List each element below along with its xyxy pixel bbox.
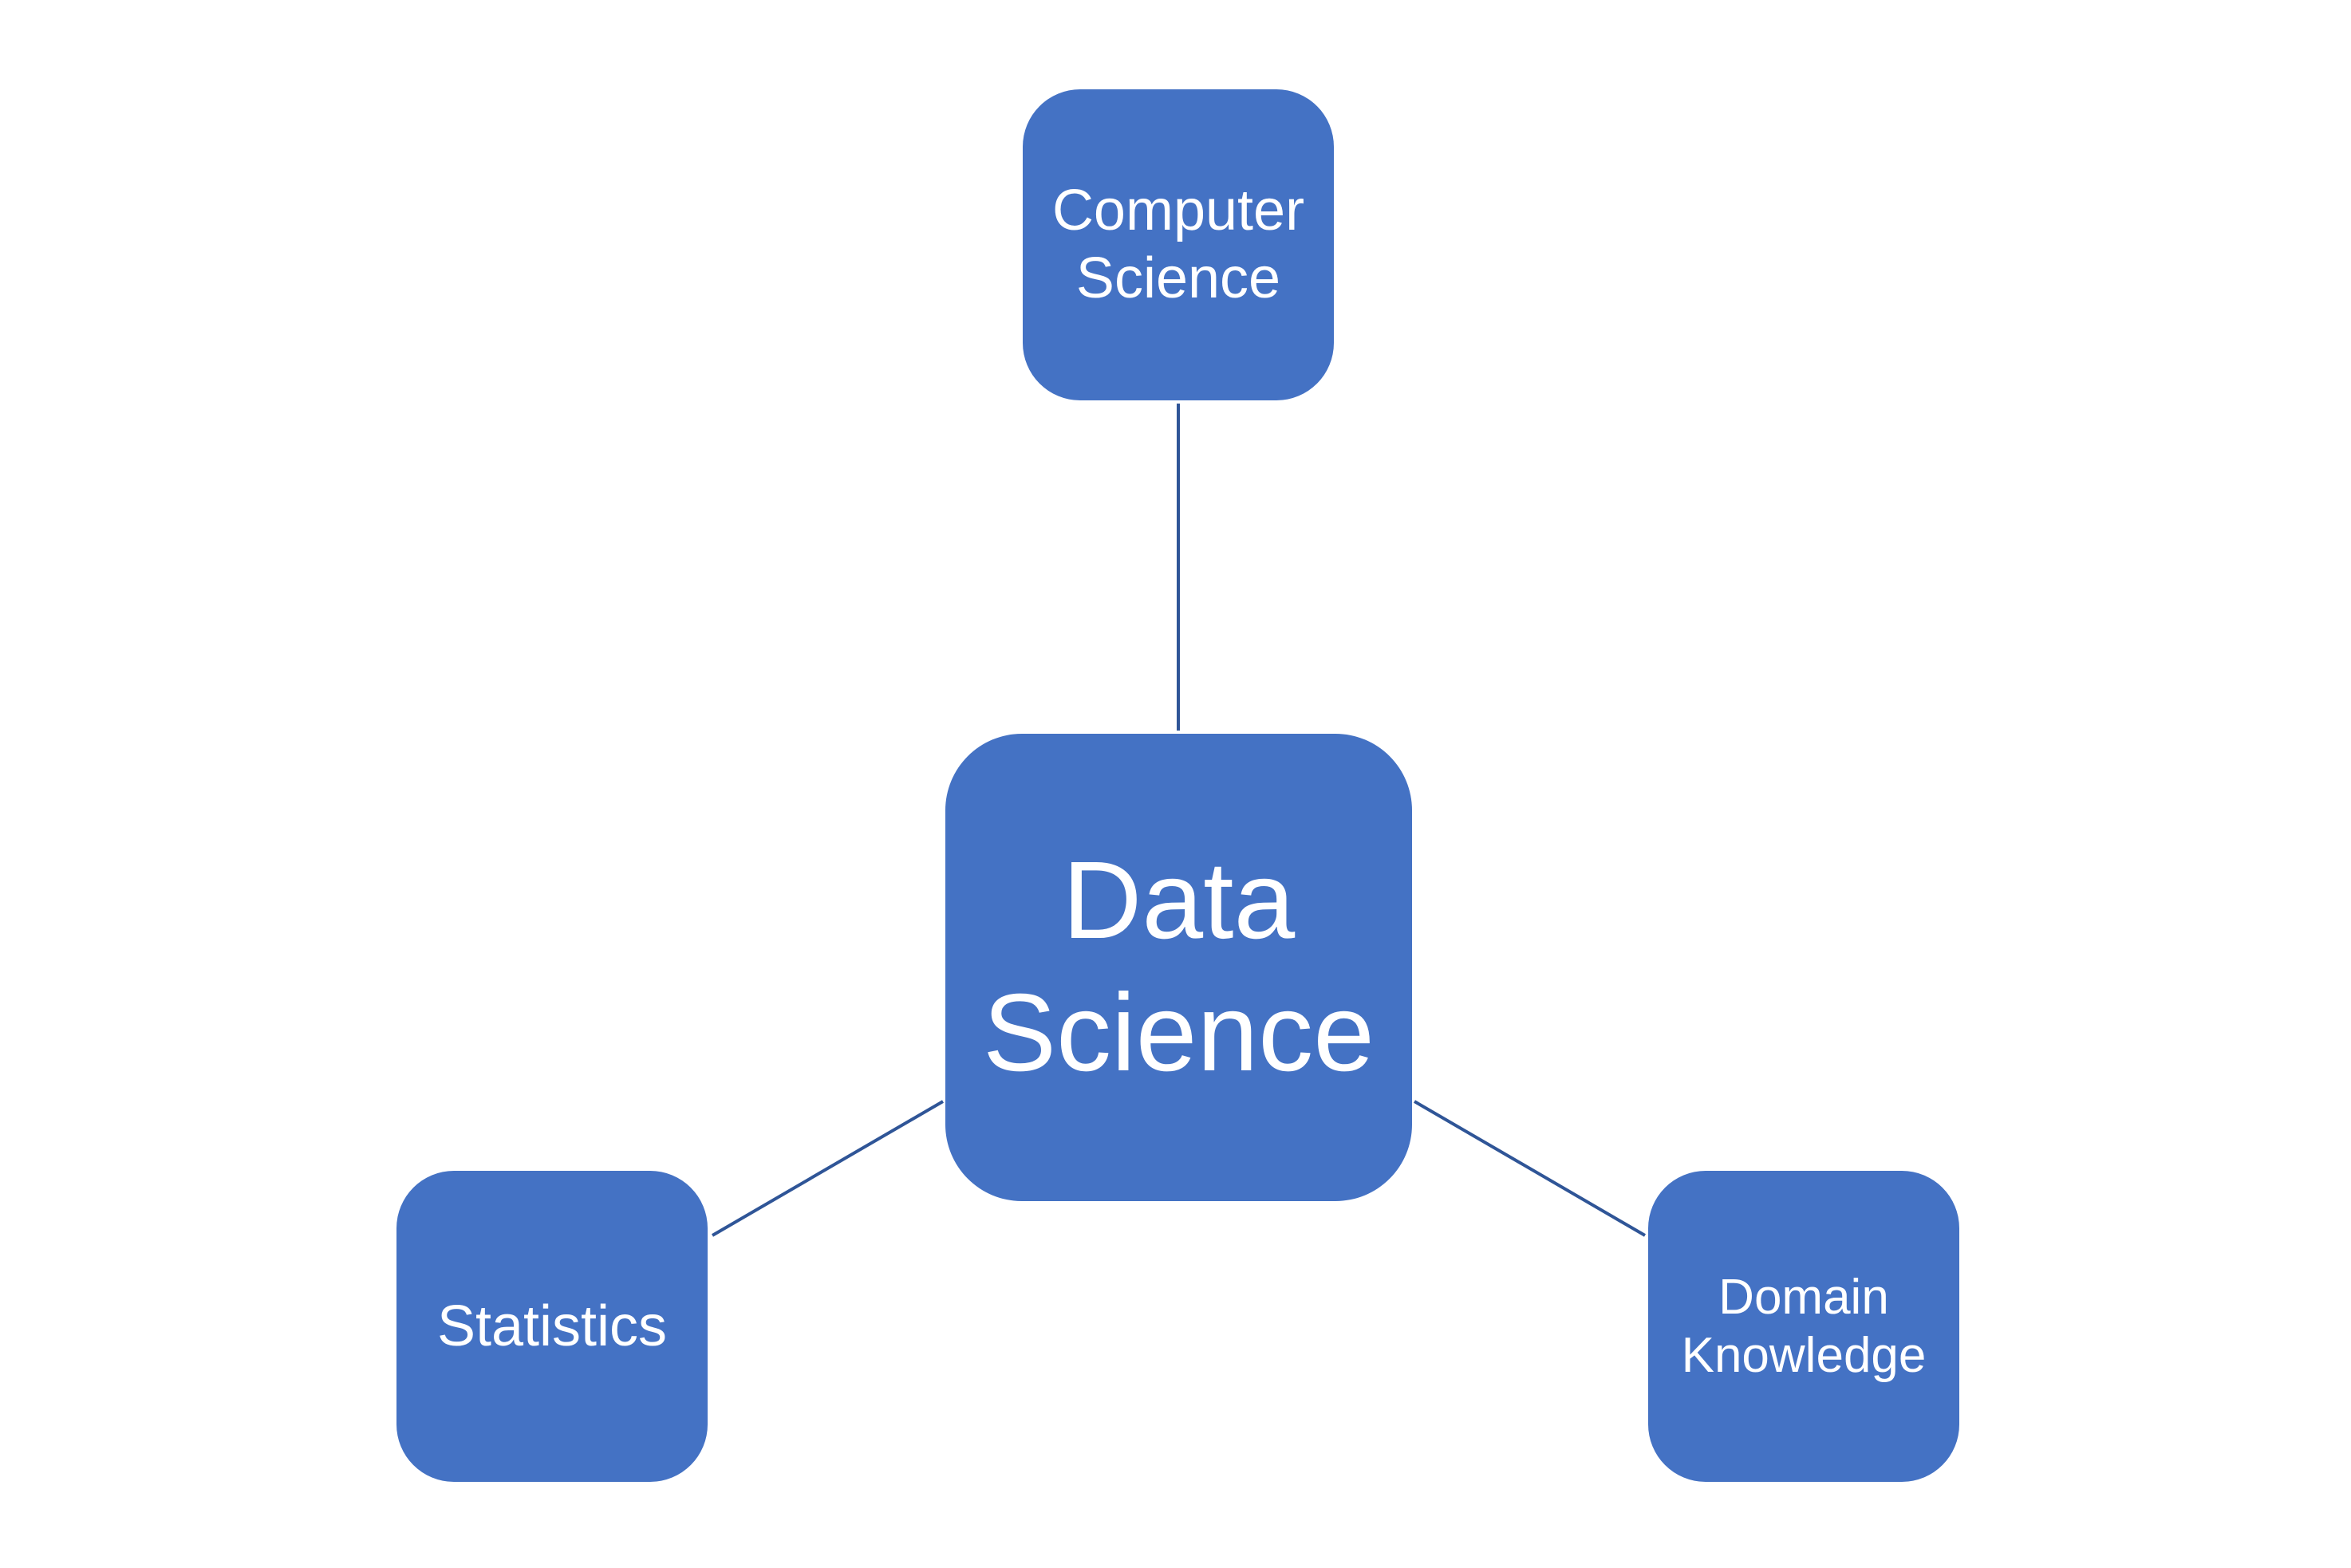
- node-computer-science: Computer Science: [1023, 89, 1334, 400]
- node-label-statistics: Statistics: [436, 1294, 668, 1358]
- edge-data-science-statistics: [711, 1100, 945, 1237]
- node-statistics: Statistics: [396, 1171, 708, 1482]
- edge-data-science-domain-knowledge: [1413, 1100, 1647, 1237]
- node-label-computer-science: Computer Science: [1051, 179, 1305, 310]
- node-label-domain-knowledge: Domain Knowledge: [1681, 1269, 1927, 1383]
- node-domain-knowledge: Domain Knowledge: [1648, 1171, 1959, 1482]
- node-label-data-science: Data Science: [983, 839, 1375, 1094]
- node-data-science: Data Science: [945, 734, 1412, 1201]
